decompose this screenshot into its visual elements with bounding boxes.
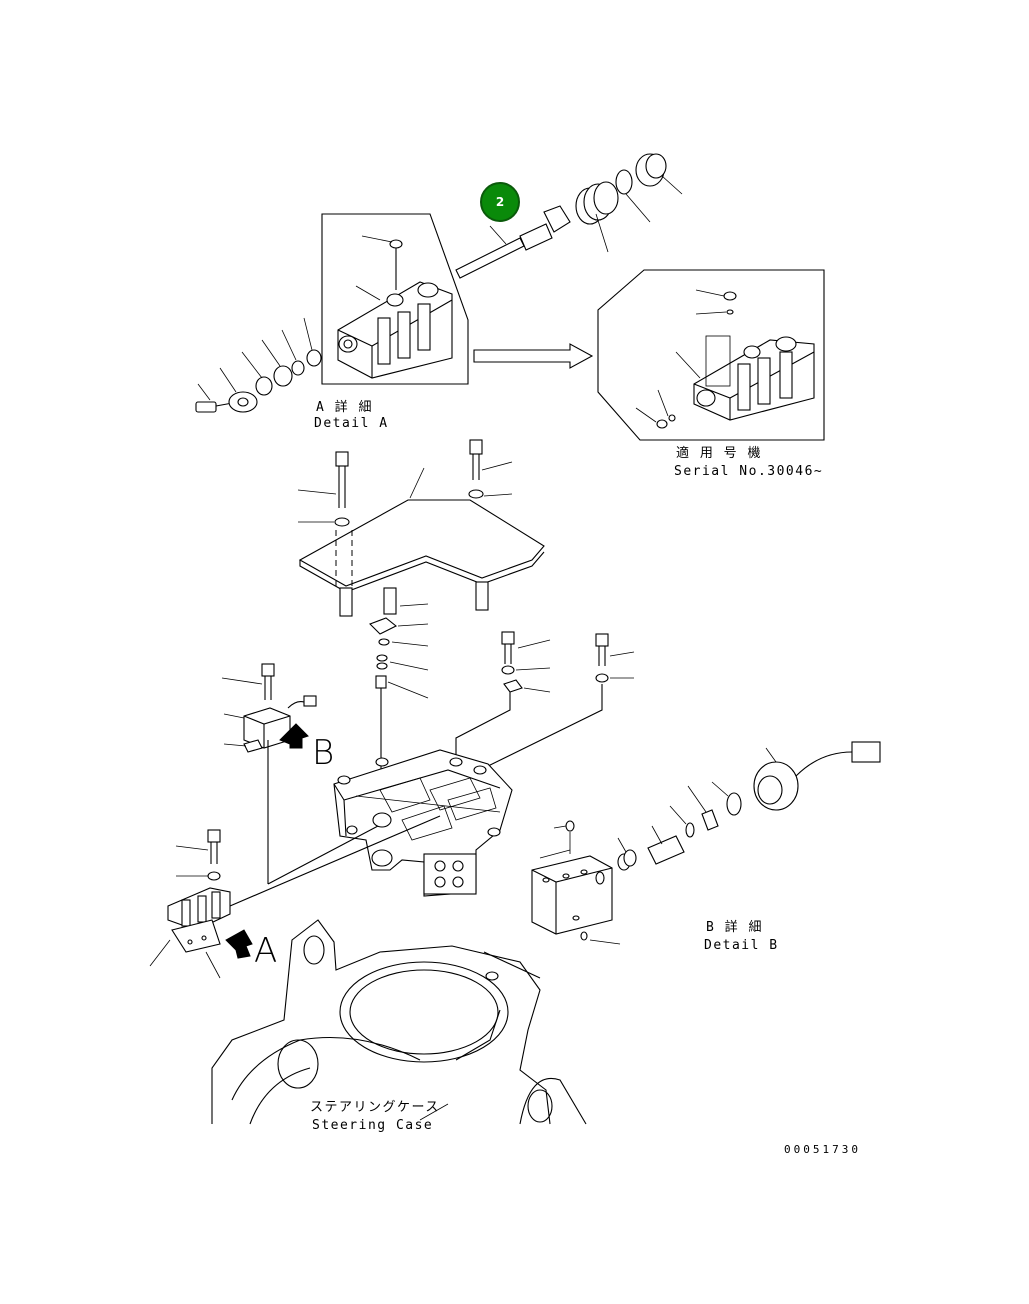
steering-case	[211, 919, 587, 1125]
detail-a-label-jp: A 詳 細	[316, 400, 373, 415]
detail-a-frame	[321, 213, 469, 385]
detail-b-label-en: Detail B	[704, 938, 779, 953]
steering-case-label-jp: ステアリングケース	[310, 1100, 440, 1115]
view-b-marker: B	[312, 733, 335, 773]
steering-case-label-en: Steering Case	[312, 1118, 434, 1133]
detail-a-loose-parts	[195, 317, 322, 413]
callout-2[interactable]: 2	[480, 182, 520, 222]
arrow-to-serial-detail	[473, 343, 594, 369]
solenoid-left	[221, 663, 379, 885]
serial-detail-frame	[597, 269, 825, 441]
detail-b-parts	[531, 741, 881, 945]
view-a-marker: A	[254, 931, 278, 971]
serial-label-jp: 適 用 号 機	[676, 446, 762, 461]
detail-b-label-jp: B 詳 細	[706, 920, 763, 935]
spool-assembly	[455, 153, 683, 279]
detail-a-label-en: Detail A	[314, 416, 389, 431]
lower-left-valve	[149, 815, 441, 979]
drawing-number: 00051730	[784, 1143, 861, 1156]
cover-plate	[297, 439, 545, 617]
right-bolts	[455, 631, 635, 771]
serial-label-en: Serial No.30046~	[674, 464, 824, 479]
